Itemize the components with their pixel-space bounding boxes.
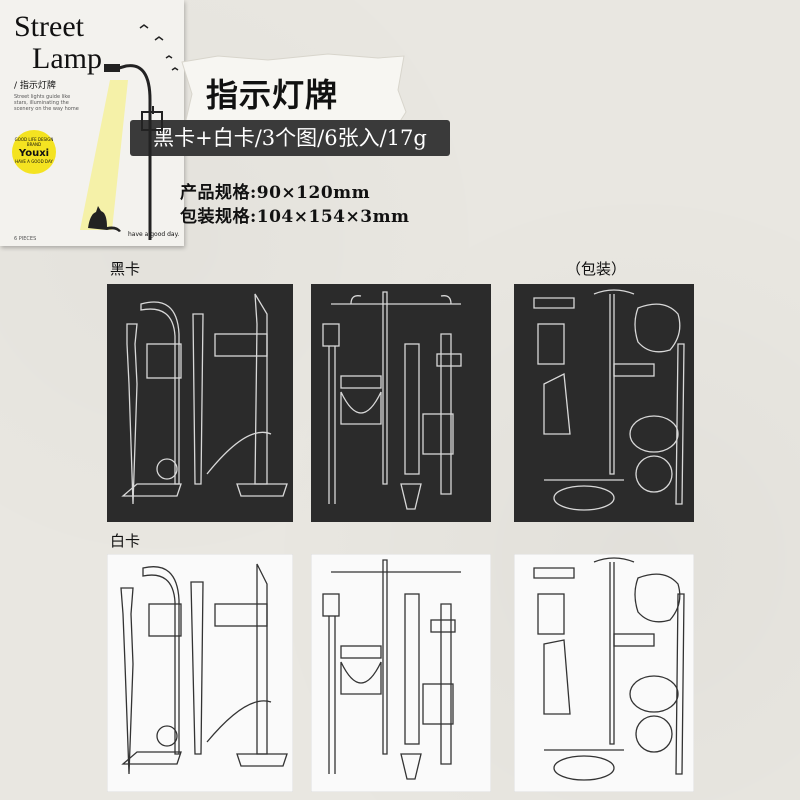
black-card-1 — [107, 284, 293, 522]
product-size: 产品规格:90×120mm — [180, 183, 371, 203]
white-card-label: 白卡 — [110, 532, 141, 550]
package-slogan: have a good day. — [128, 231, 180, 238]
spec-pill: 黑卡+白卡/3个图/6张入/17g — [130, 120, 450, 156]
package-pieces: 6 PIECES — [14, 236, 37, 242]
package-subtitle: / 指示灯牌 — [14, 81, 56, 91]
badge-top-text: GOOD LIFE DESIGN BRAND — [14, 137, 54, 147]
white-card-3 — [514, 554, 694, 792]
white-card-1-artwork — [107, 554, 293, 792]
black-card-3-artwork — [514, 284, 694, 522]
package-illustration — [80, 24, 179, 240]
white-card-3-artwork — [514, 554, 694, 792]
black-card-label: 黑卡 — [110, 260, 141, 278]
package-label: （包装） — [566, 260, 627, 278]
product-title: 指示灯牌 — [206, 76, 339, 114]
package-card: Street Lamp / 指示灯牌 Street lights guide l… — [0, 0, 184, 246]
black-card-2 — [311, 284, 491, 522]
white-card-2 — [311, 554, 491, 792]
white-card-2-artwork — [311, 554, 491, 792]
brand-badge: GOOD LIFE DESIGN BRAND Youxi HAVE A GOOD… — [12, 130, 56, 174]
badge-bottom-text: HAVE A GOOD DAY — [15, 159, 53, 164]
title-banner: 指示灯牌 — [178, 50, 410, 140]
black-card-1-artwork — [107, 284, 293, 522]
package-title-line2: Lamp — [32, 42, 102, 75]
package-blurb: Street lights guide like stars, illumina… — [14, 94, 79, 112]
white-card-1 — [107, 554, 293, 792]
black-card-2-artwork — [311, 284, 491, 522]
badge-brand: Youxi — [18, 148, 50, 159]
black-card-3 — [514, 284, 694, 522]
package-title-line1: Street — [14, 10, 84, 43]
package-size: 包装规格:104×154×3mm — [180, 207, 410, 227]
